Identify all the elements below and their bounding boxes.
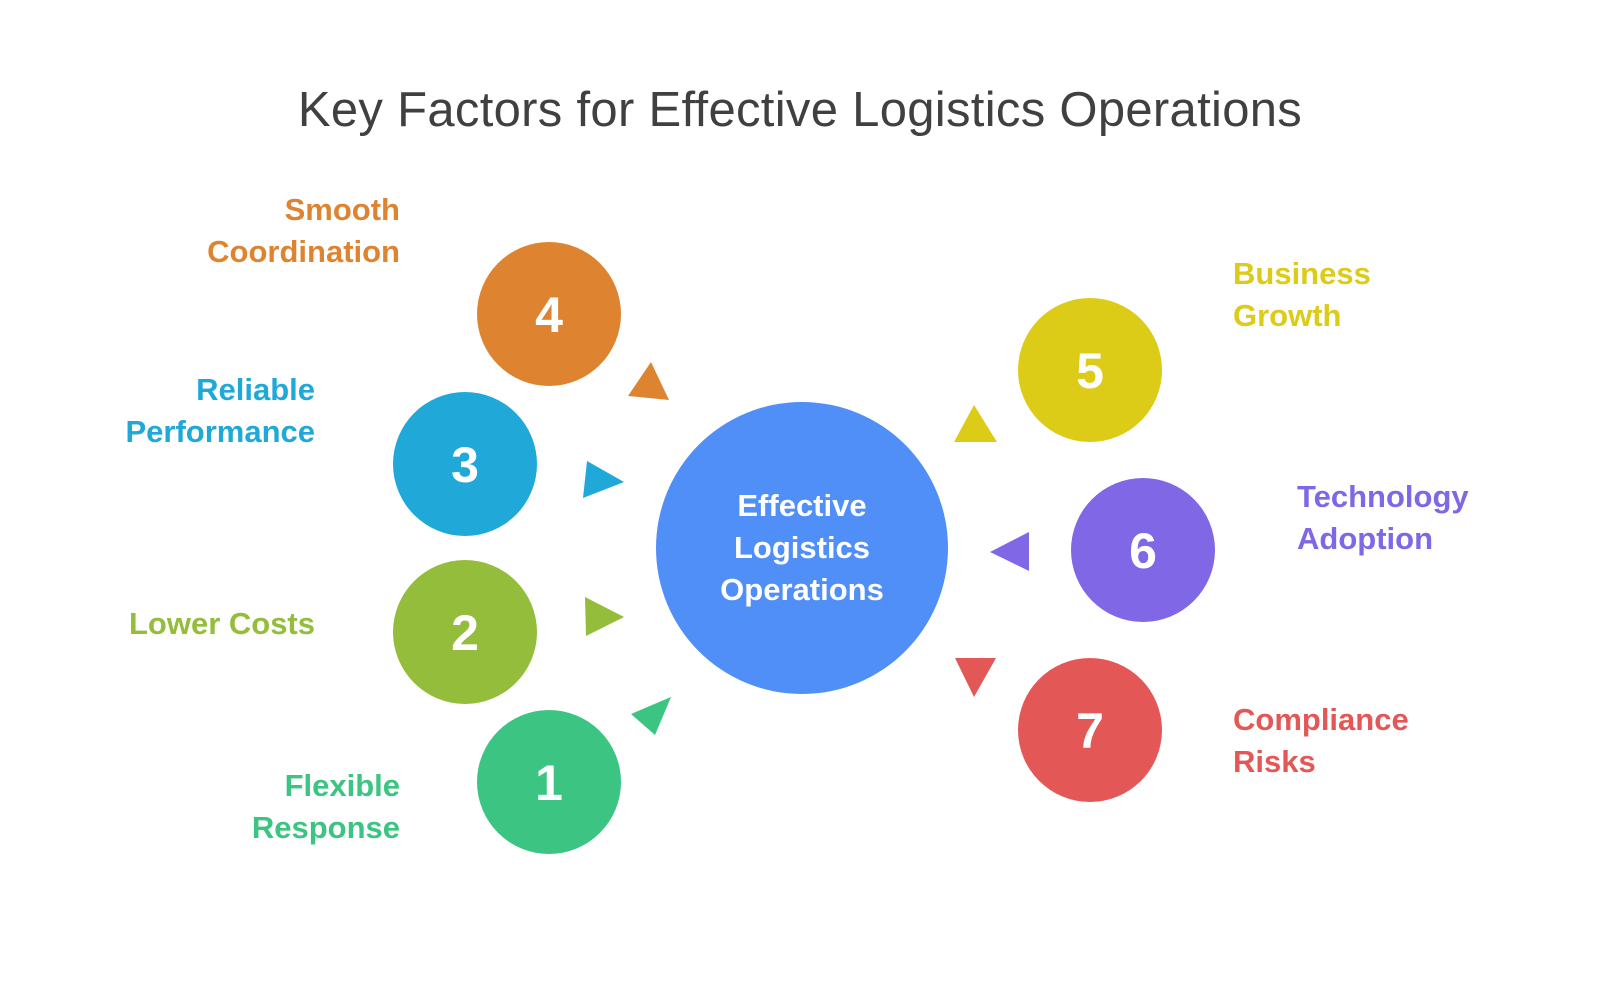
arrow-icon-7 [955, 658, 996, 697]
factor-label-6: Technology Adoption [1297, 479, 1469, 556]
factor-circle-1 [477, 710, 621, 854]
factor-label-1: Flexible Response [251, 768, 400, 845]
factor-circle-7 [1018, 658, 1162, 802]
factor-node-2: 2 [393, 560, 537, 704]
arrow-icon-4 [628, 362, 669, 400]
factor-number-2: 2 [451, 605, 479, 661]
factor-label-3: Reliable Performance [125, 372, 315, 449]
factor-node-4: 4 [477, 242, 621, 386]
factor-number-4: 4 [535, 287, 563, 343]
factor-node-5: 5 [1018, 298, 1162, 442]
diagram-title: Key Factors for Effective Logistics Oper… [297, 83, 1303, 137]
factor-circle-4 [477, 242, 621, 386]
factor-circle-2 [393, 560, 537, 704]
arrow-icon-6 [990, 532, 1029, 571]
factor-circle-5 [1018, 298, 1162, 442]
factor-node-1: 1 [477, 710, 621, 854]
factor-label-2: Lower Costs [128, 606, 315, 641]
factor-circle-6 [1071, 478, 1215, 622]
arrow-icon-3 [583, 461, 624, 498]
factor-number-1: 1 [535, 755, 563, 811]
arrow-icon-5 [954, 405, 997, 442]
factor-number-5: 5 [1076, 343, 1104, 399]
arrow-icon-1 [631, 697, 671, 735]
factor-number-3: 3 [451, 437, 479, 493]
factor-node-6: 6 [1071, 478, 1215, 622]
factor-node-3: 3 [393, 392, 537, 536]
factor-number-7: 7 [1076, 703, 1104, 759]
center-hub [656, 402, 948, 694]
factor-label-4: Smooth Coordination [207, 192, 400, 269]
factor-node-7: 7 [1018, 658, 1162, 802]
factor-label-5: Business Growth [1233, 256, 1371, 333]
factor-number-6: 6 [1129, 523, 1157, 579]
factor-circle-3 [393, 392, 537, 536]
arrow-icon-2 [585, 597, 624, 636]
factor-label-7: Compliance Risks [1233, 702, 1409, 779]
